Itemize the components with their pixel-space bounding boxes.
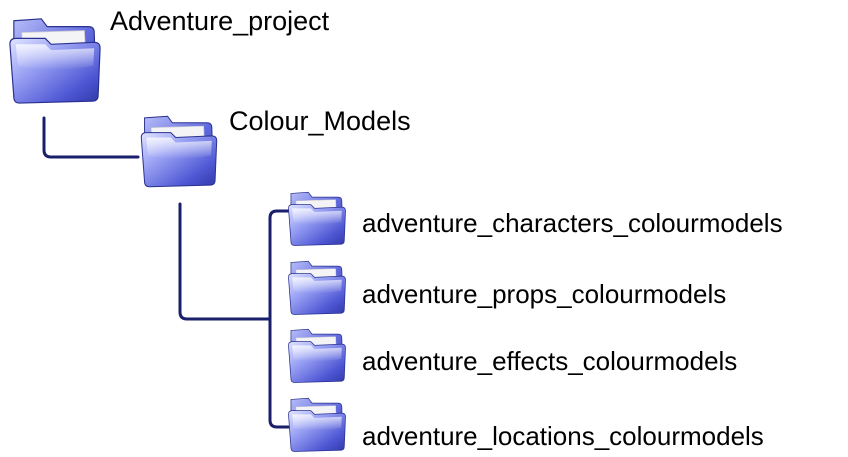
folder-icon [6,8,104,108]
folder-icon [138,108,220,190]
folder-label-characters: adventure_characters_colourmodels [362,208,783,238]
root-to-child-connector [42,116,140,159]
folder-icon [286,255,348,317]
leaves-bracket [268,209,292,429]
folder-label-props: adventure_props_colourmodels [362,279,727,309]
folder-icon [286,186,348,248]
folder-label-locations: adventure_locations_colourmodels [362,421,764,451]
folder-label-colour-models: Colour_Models [229,106,411,136]
folder-label-effects: adventure_effects_colourmodels [362,346,738,376]
folder-icon [286,323,348,385]
child-to-leaves-trunk [178,202,270,321]
folder-icon [286,392,348,454]
folder-label-root: Adventure_project [110,6,330,36]
